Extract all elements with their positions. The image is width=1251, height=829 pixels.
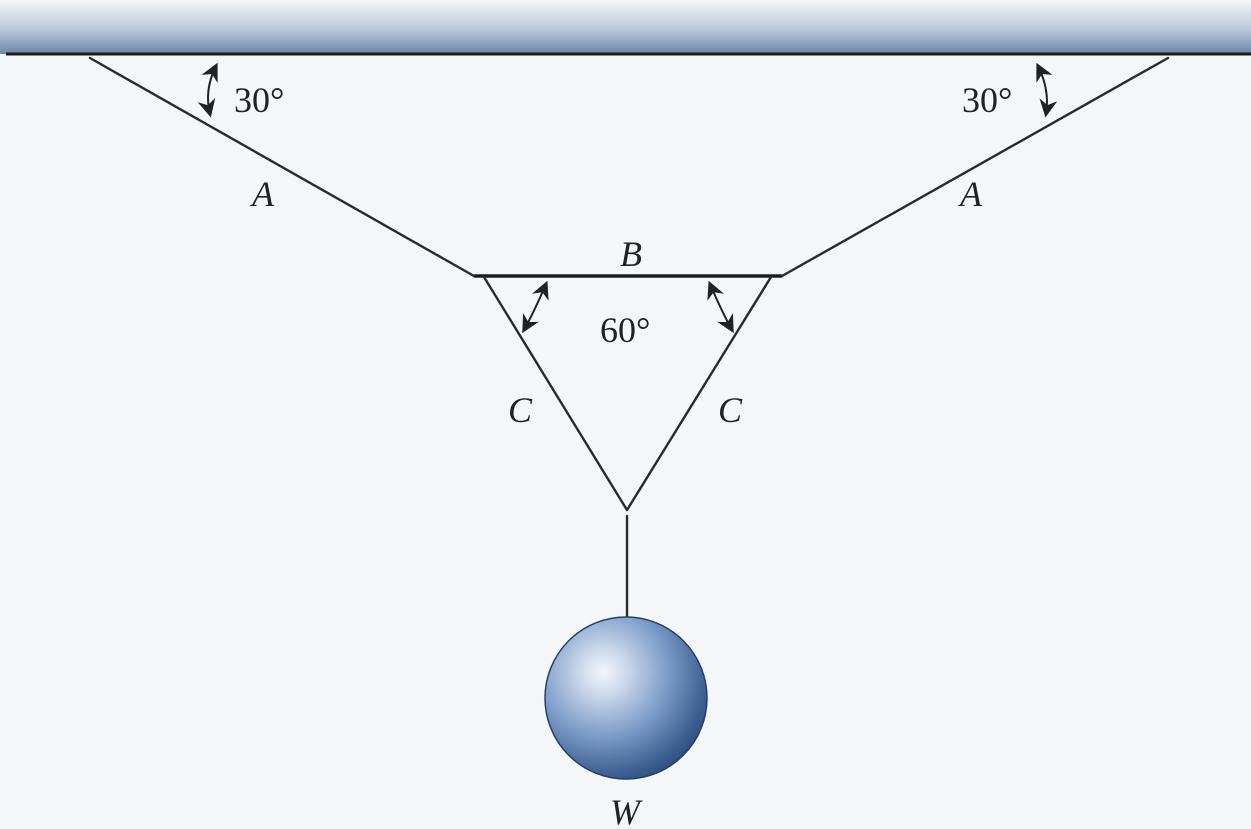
weight-label: W: [610, 792, 643, 829]
angle-label-middle: 60°: [600, 310, 650, 350]
cable-c-right: [625, 275, 773, 512]
angle-arrow-top-left: [197, 62, 218, 118]
angle-label-top-left: 30°: [234, 80, 284, 120]
cable-label-b: B: [620, 234, 642, 274]
cable-c-left: [482, 275, 629, 512]
cable-label-a-right: A: [958, 174, 983, 214]
cable-label-a-left: A: [250, 174, 275, 214]
angle-arrow-mid-left: [522, 280, 549, 334]
angle-arrow-mid-right: [707, 280, 734, 334]
cable-a-left: [88, 56, 476, 278]
cable-a-right: [780, 56, 1170, 278]
angle-arrow-top-right: [1036, 62, 1058, 118]
cable-label-c-left: C: [508, 390, 533, 430]
weight-sphere: [544, 616, 708, 780]
cable-label-c-right: C: [718, 390, 743, 430]
angle-label-top-right: 30°: [962, 80, 1012, 120]
ceiling: [0, 0, 1251, 54]
